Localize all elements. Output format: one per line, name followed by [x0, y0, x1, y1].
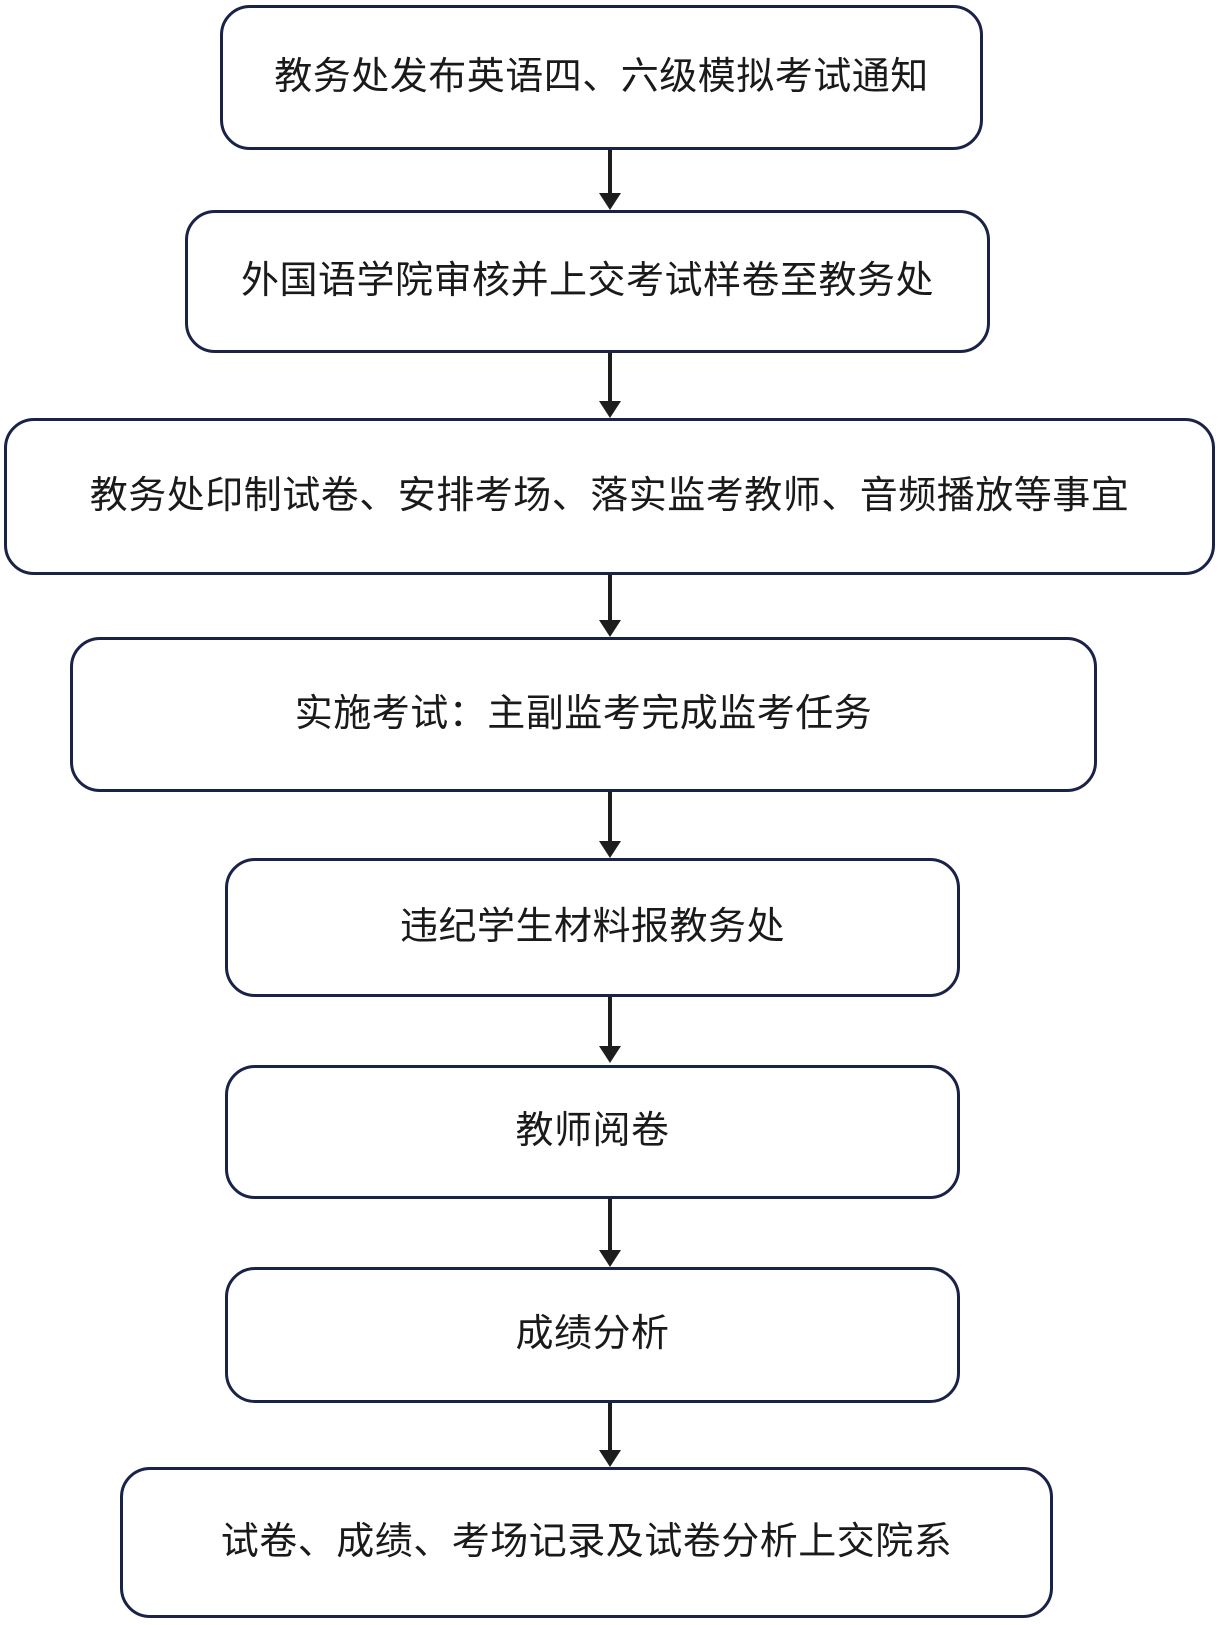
flow-node-label: 教师阅卷: [515, 1110, 670, 1153]
flow-node-label: 实施考试：主副监考完成监考任务: [294, 692, 873, 735]
flow-arrow-1-2: [599, 150, 621, 210]
flow-node-2: 外国语学院审核并上交考试样卷至教务处: [185, 210, 990, 353]
flow-arrow-6-7: [599, 1199, 621, 1267]
flow-node-5: 违纪学生材料报教务处: [225, 858, 960, 997]
arrow-down-icon: [599, 1250, 621, 1267]
flow-node-7: 成绩分析: [225, 1267, 960, 1403]
arrow-down-icon: [599, 401, 621, 418]
arrow-down-icon: [599, 193, 621, 210]
arrow-shaft: [608, 1199, 612, 1250]
arrow-down-icon: [599, 1450, 621, 1467]
flow-arrow-3-4: [599, 575, 621, 637]
flow-arrow-4-5: [599, 792, 621, 858]
flow-node-label: 外国语学院审核并上交考试样卷至教务处: [240, 259, 934, 302]
arrow-shaft: [608, 353, 612, 401]
arrow-shaft: [608, 792, 612, 841]
flow-node-label: 教务处发布英语四、六级模拟考试通知: [274, 55, 929, 98]
arrow-shaft: [608, 150, 612, 193]
flow-node-label: 教务处印制试卷、安排考场、落实监考教师、音频播放等事宜: [89, 474, 1130, 517]
arrow-down-icon: [599, 1046, 621, 1063]
flow-arrow-2-3: [599, 353, 621, 418]
flow-node-label: 试卷、成绩、考场记录及试卷分析上交院系: [220, 1520, 953, 1563]
arrow-shaft: [608, 1403, 612, 1450]
arrow-shaft: [608, 997, 612, 1046]
flow-node-label: 成绩分析: [515, 1313, 670, 1356]
arrow-down-icon: [599, 620, 621, 637]
flow-arrow-7-8: [599, 1403, 621, 1467]
arrow-down-icon: [599, 841, 621, 858]
flow-node-1: 教务处发布英语四、六级模拟考试通知: [220, 5, 983, 150]
flow-node-6: 教师阅卷: [225, 1065, 960, 1199]
flow-node-3: 教务处印制试卷、安排考场、落实监考教师、音频播放等事宜: [4, 418, 1215, 575]
flow-node-8: 试卷、成绩、考场记录及试卷分析上交院系: [120, 1467, 1053, 1618]
arrow-shaft: [608, 575, 612, 620]
flow-node-4: 实施考试：主副监考完成监考任务: [70, 637, 1097, 792]
flow-node-label: 违纪学生材料报教务处: [399, 905, 785, 948]
flow-arrow-5-6: [599, 997, 621, 1063]
